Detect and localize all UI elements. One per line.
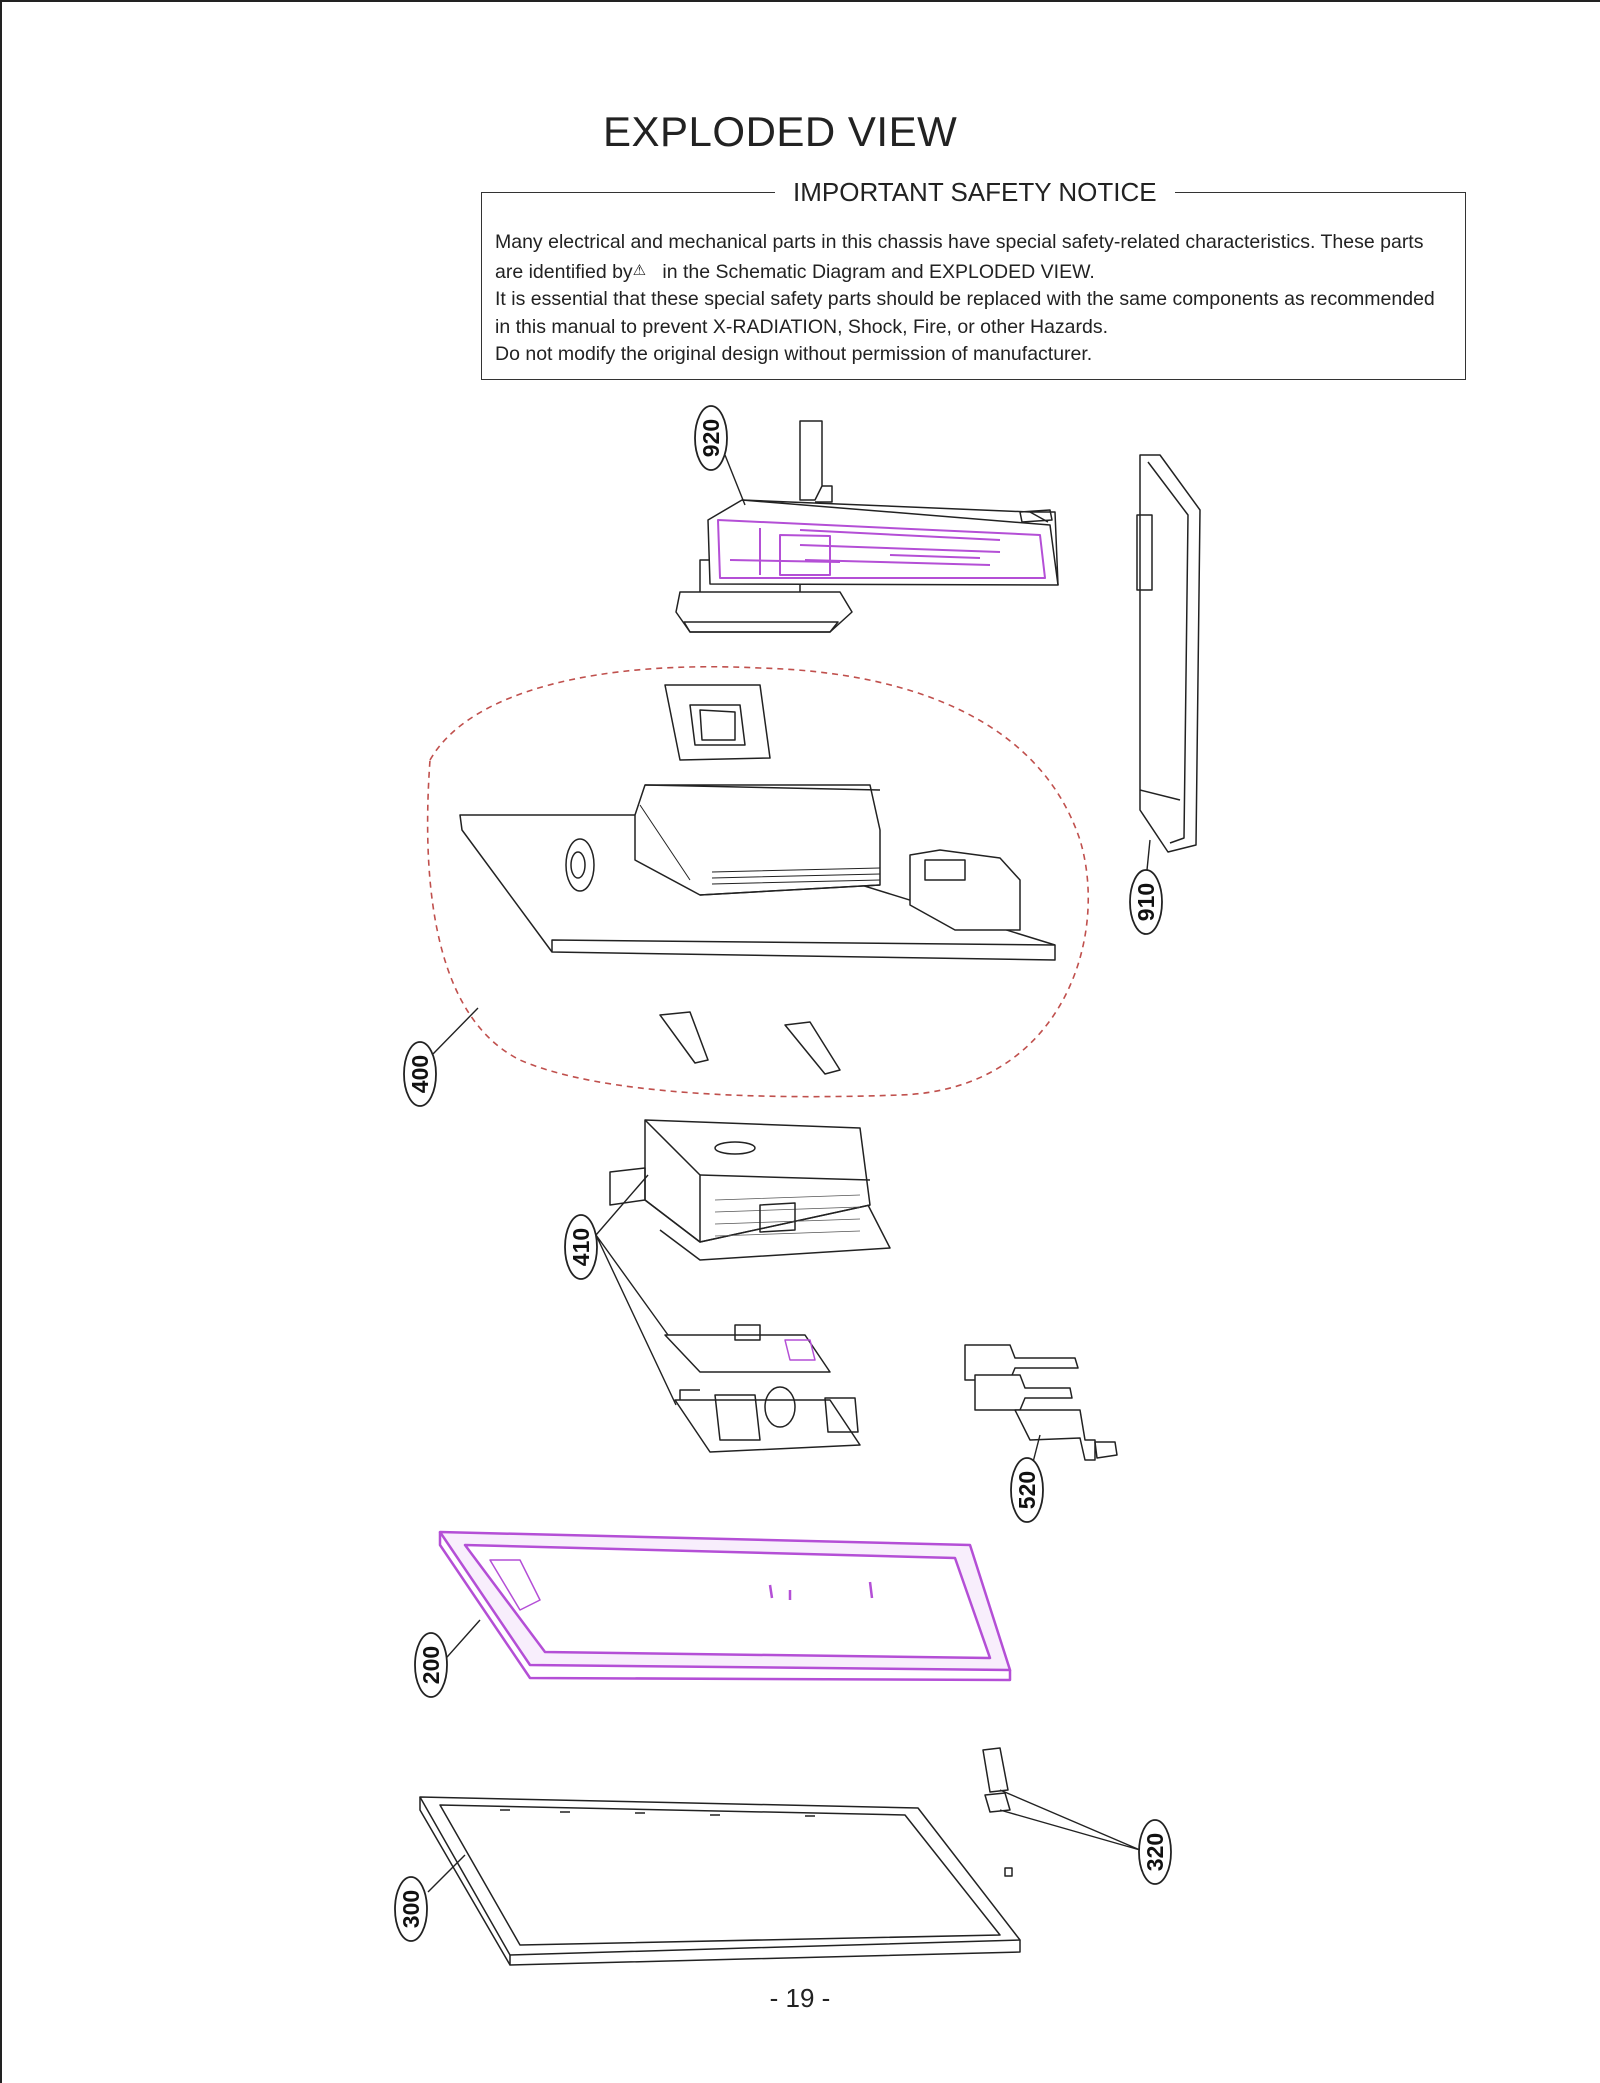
notice-line-4: in this manual to prevent X-RADIATION, S…: [495, 315, 1109, 338]
callout-300: 300: [394, 1876, 428, 1942]
notice-line-2: are identified by⚠ in the Schematic Diag…: [495, 257, 1505, 287]
svg-text:920: 920: [698, 419, 724, 457]
notice-line-5: Do not modify the original design withou…: [495, 343, 1093, 365]
svg-text:400: 400: [407, 1055, 433, 1093]
callout-400: 400: [403, 1041, 437, 1107]
notice-line-2-post: in the Schematic Diagram and EXPLODED VI…: [662, 260, 1095, 283]
safety-notice-box: IMPORTANT SAFETY NOTICE Many electrical …: [481, 177, 1466, 380]
notice-line-2-pre: are identified by: [495, 260, 633, 283]
notice-line-3: It is essential that these special safet…: [495, 288, 1435, 310]
safety-notice-text: Many electrical and mechanical parts in …: [495, 229, 1505, 369]
callout-520: 520: [1010, 1457, 1044, 1523]
callout-200: 200: [414, 1632, 448, 1698]
svg-text:910: 910: [1133, 883, 1159, 921]
part-shield-case: [609, 1119, 891, 1261]
part-back-cover: [459, 684, 1056, 1075]
callout-320: 320: [1138, 1819, 1172, 1885]
part-control-buttons: [982, 1747, 1013, 1877]
part-middle-frame: [438, 1530, 1012, 1682]
leader-lines: [427, 454, 1151, 1893]
part-main-board: [664, 1324, 831, 1373]
safety-notice-heading: IMPORTANT SAFETY NOTICE: [775, 177, 1175, 208]
svg-text:300: 300: [398, 1890, 424, 1928]
page-number: - 19 -: [769, 1983, 831, 2013]
warning-triangle-icon: ⚠: [632, 261, 647, 279]
callout-410: 410: [564, 1214, 598, 1280]
part-power-board: [674, 1386, 861, 1453]
svg-text:520: 520: [1014, 1471, 1040, 1509]
callout-920: 920: [694, 405, 728, 471]
part-stand-body: [675, 420, 1059, 633]
svg-text:200: 200: [418, 1646, 444, 1684]
part-stand-rear-cover: [1136, 454, 1201, 853]
svg-text:320: 320: [1142, 1833, 1168, 1871]
notice-line-1: Many electrical and mechanical parts in …: [495, 231, 1424, 253]
part-cable-connectors: [964, 1344, 1118, 1461]
part-front-bezel: [419, 1796, 1021, 1966]
group-outline-400: [426, 665, 1090, 1098]
svg-text:410: 410: [568, 1228, 594, 1266]
callout-910: 910: [1129, 869, 1163, 935]
page-title: EXPLODED VIEW: [603, 108, 958, 155]
